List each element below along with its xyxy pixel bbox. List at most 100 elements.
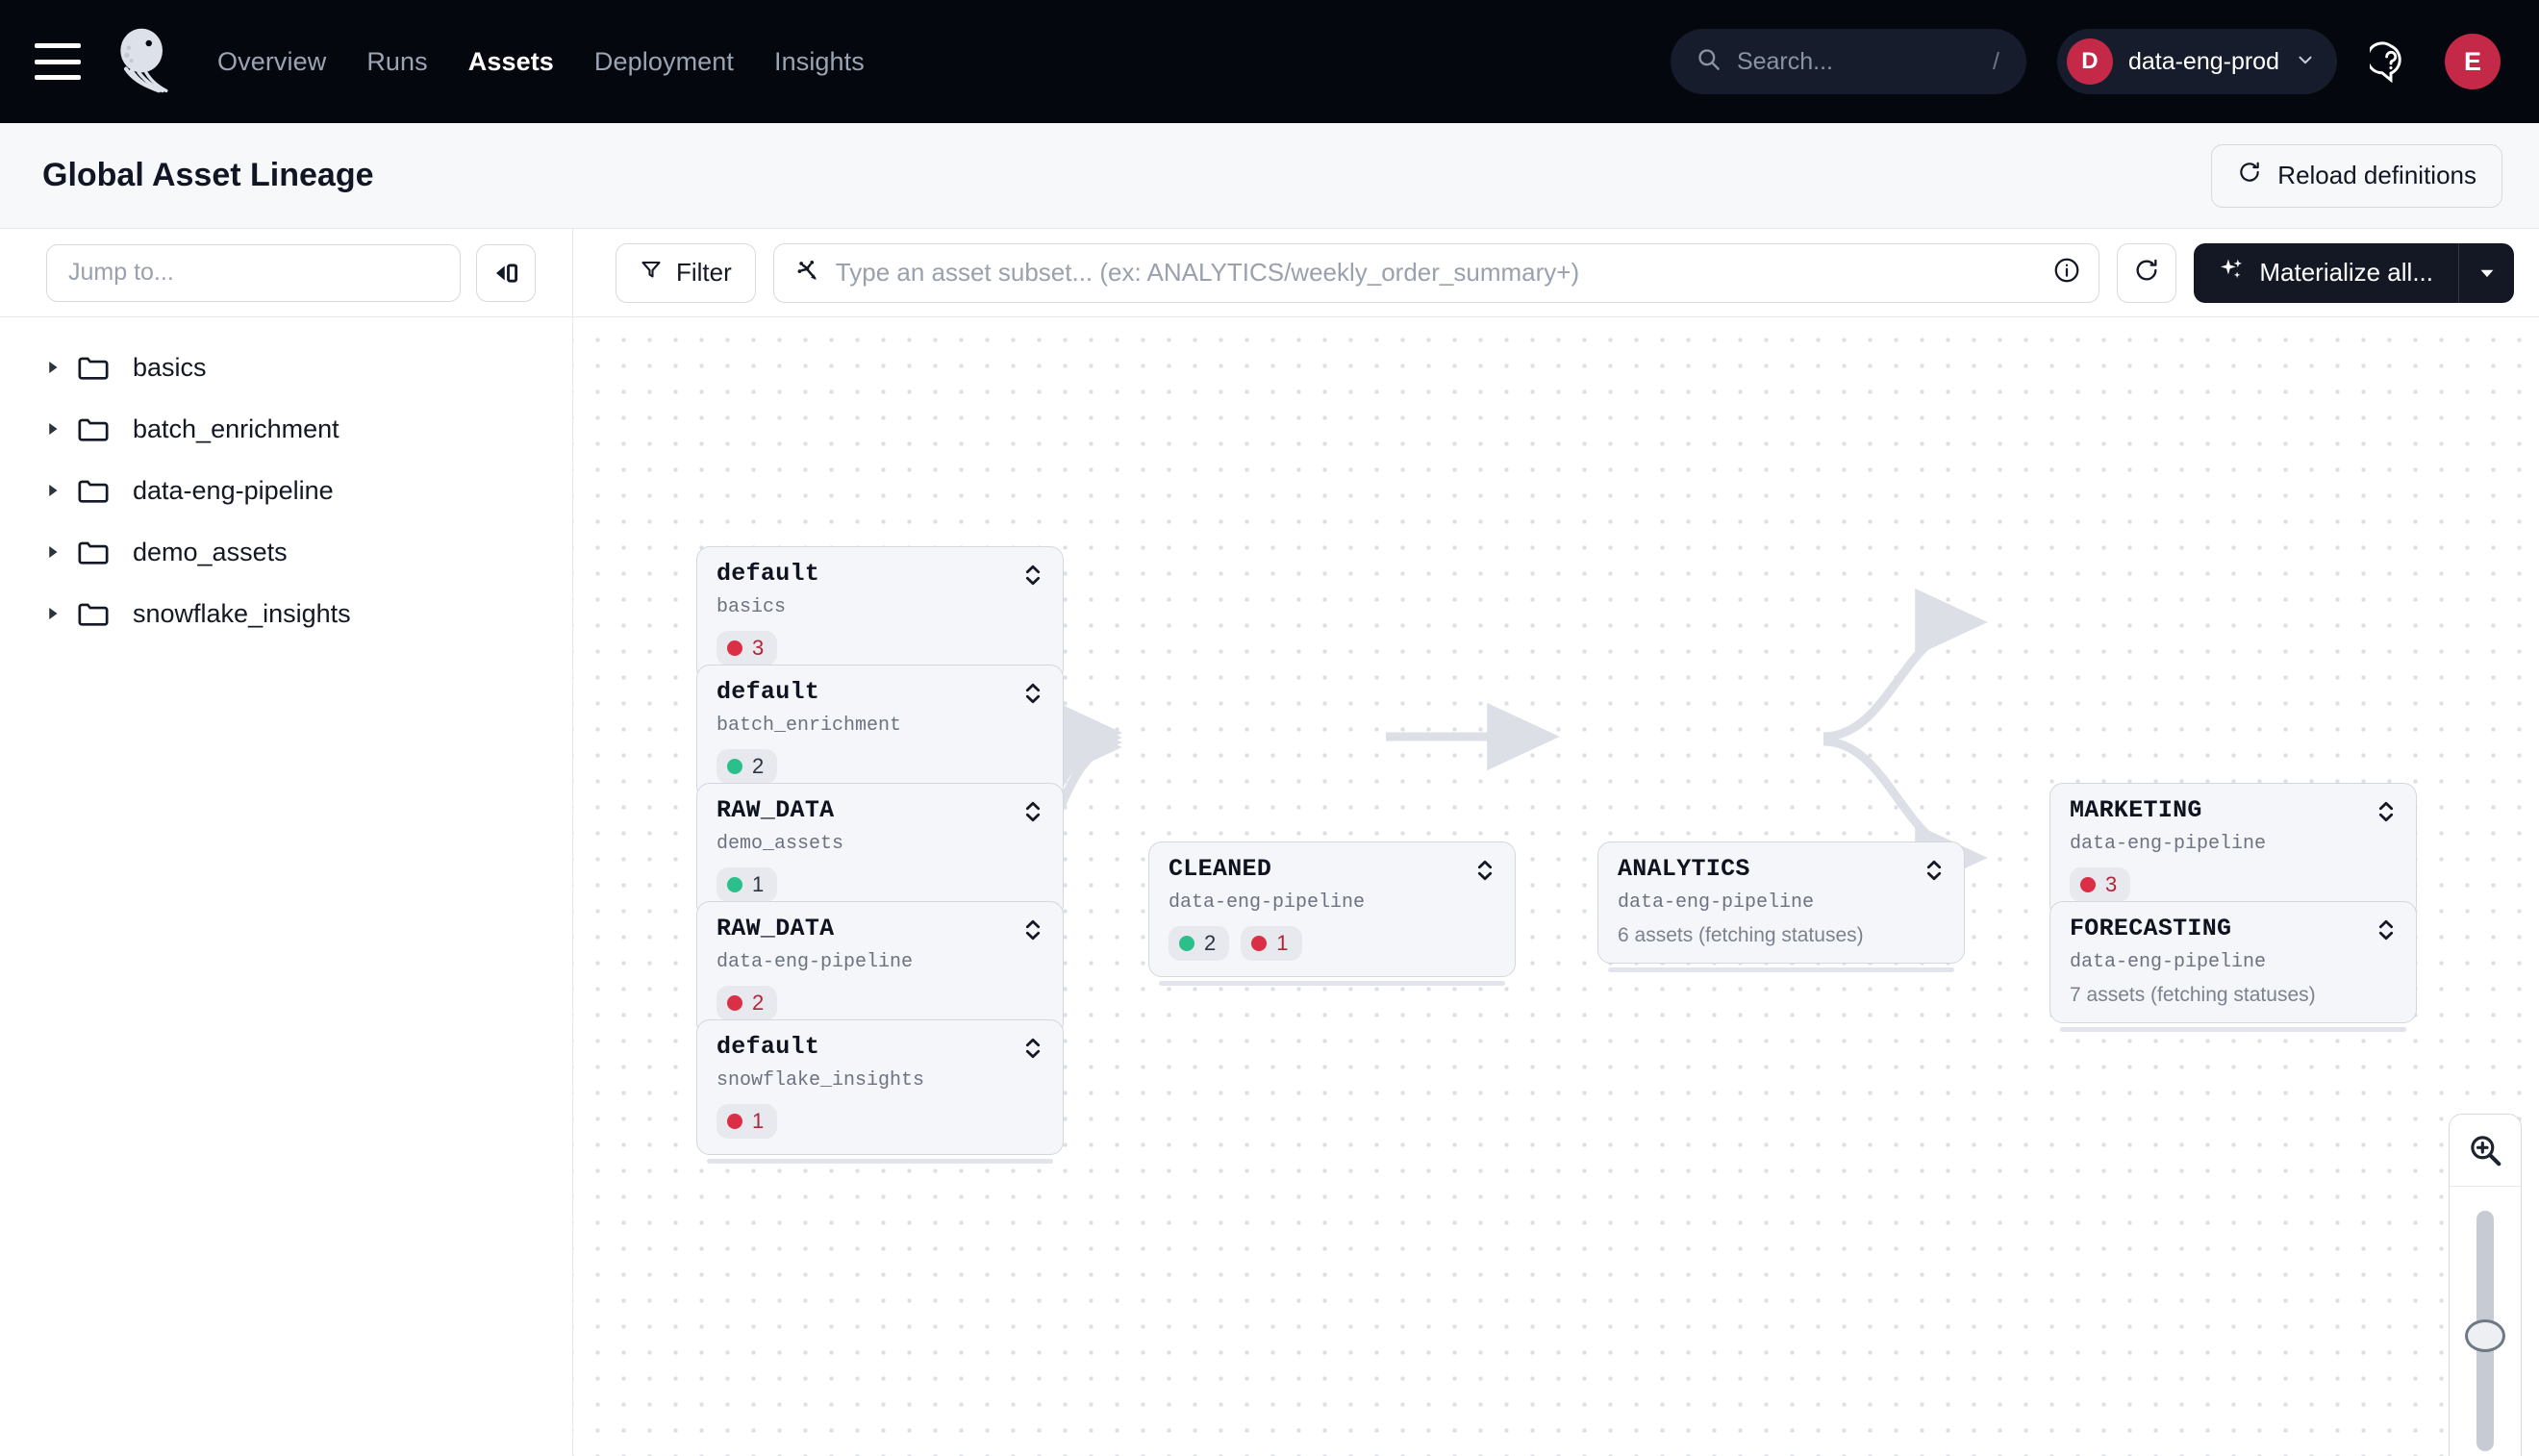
expand-collapse-icon[interactable] — [1022, 1034, 1043, 1066]
status-badge[interactable]: 2 — [716, 749, 778, 784]
node-subtitle: data-eng-pipeline — [2070, 833, 2267, 855]
status-badge[interactable]: 1 — [716, 1104, 778, 1139]
expand-collapse-icon[interactable] — [1923, 856, 1945, 888]
sidebar-item-snowflake-insights[interactable]: snowflake_insights — [0, 583, 572, 644]
collapse-sidebar-icon[interactable] — [476, 243, 536, 302]
node-title: CLEANED — [1169, 855, 1272, 883]
asset-node-raw-data-pipeline[interactable]: RAW_DATA data-eng-pipeline 2 — [696, 901, 1064, 1045]
failure-dot-icon — [727, 995, 742, 1011]
node-title: ANALYTICS — [1618, 855, 1750, 883]
chevron-right-icon[interactable] — [44, 543, 77, 561]
node-header: ANALYTICS — [1618, 855, 1945, 888]
folder-icon — [77, 476, 121, 505]
expand-collapse-icon[interactable] — [1022, 561, 1043, 592]
badge-count: 2 — [752, 754, 765, 778]
divider — [2450, 1186, 2521, 1187]
status-badge[interactable]: 3 — [716, 631, 778, 665]
status-badge[interactable]: 2 — [716, 986, 778, 1020]
success-dot-icon — [1179, 936, 1194, 951]
failure-dot-icon — [1251, 936, 1268, 951]
hamburger-icon[interactable] — [35, 43, 81, 80]
status-badge[interactable]: 1 — [716, 867, 778, 902]
materialize-all-button[interactable]: Materialize all... — [2194, 243, 2458, 303]
nav-link-overview[interactable]: Overview — [217, 46, 327, 76]
node-subtitle: batch_enrichment — [716, 715, 902, 737]
status-badge[interactable]: 2 — [1169, 926, 1230, 961]
help-circle-icon[interactable] — [2366, 40, 2412, 84]
badge-count: 2 — [1204, 931, 1217, 955]
refresh-graph-button[interactable] — [2117, 242, 2177, 303]
filter-label: Filter — [676, 258, 732, 287]
deployment-name: data-eng-prod — [2127, 47, 2279, 75]
sidebar-item-batch-enrichment[interactable]: batch_enrichment — [0, 398, 572, 460]
expand-collapse-icon[interactable] — [1474, 856, 1496, 888]
status-badge[interactable]: 1 — [1241, 926, 1302, 961]
zoom-slider[interactable] — [2450, 1187, 2521, 1456]
jump-to-input[interactable] — [46, 243, 461, 302]
failure-dot-icon — [2080, 877, 2096, 892]
asset-node-snowflake-insights[interactable]: default snowflake_insights 1 — [696, 1019, 1064, 1164]
chevron-right-icon[interactable] — [44, 420, 77, 438]
search-input[interactable]: Search... / — [1670, 29, 2026, 94]
node-badges: 2 — [716, 986, 1043, 1020]
filter-button[interactable]: Filter — [616, 242, 756, 303]
expand-collapse-icon[interactable] — [1022, 797, 1043, 829]
materialize-all-button-group[interactable]: Materialize all... — [2194, 242, 2514, 303]
asset-node-marketing[interactable]: MARKETING data-eng-pipeline 3 — [2049, 783, 2417, 927]
badge-count: 1 — [752, 872, 765, 896]
node-title: FORECASTING — [2070, 915, 2232, 942]
lineage-main: Filter Type an asset subset... (ex: ANAL… — [573, 229, 2539, 1456]
nav-link-deployment[interactable]: Deployment — [593, 46, 734, 76]
chevron-right-icon[interactable] — [44, 482, 77, 499]
avatar[interactable]: E — [2445, 34, 2501, 89]
asset-node-raw-data-demo-assets[interactable]: RAW_DATA demo_assets 1 — [696, 783, 1064, 927]
asset-node-forecasting[interactable]: FORECASTING data-eng-pipeline 7 assets (… — [2049, 901, 2417, 1032]
info-icon[interactable] — [2052, 256, 2081, 289]
refresh-icon — [2133, 257, 2160, 289]
status-badge[interactable]: 3 — [2070, 867, 2131, 902]
zoom-slider-thumb[interactable] — [2465, 1319, 2505, 1352]
search-placeholder: Search... — [1736, 47, 1833, 75]
zoom-in-icon[interactable] — [2450, 1115, 2521, 1186]
node-subtitle: data-eng-pipeline — [716, 951, 914, 973]
asset-subset-input[interactable]: Type an asset subset... (ex: ANALYTICS/w… — [772, 242, 2100, 303]
expand-collapse-icon[interactable] — [2376, 797, 2397, 829]
node-header: MARKETING — [2070, 796, 2397, 829]
asset-node-basics[interactable]: default basics 3 — [696, 546, 1064, 690]
node-header: RAW_DATA — [716, 915, 1043, 947]
folder-icon — [77, 414, 121, 443]
nav-link-assets[interactable]: Assets — [467, 46, 554, 76]
sidebar-item-basics[interactable]: basics — [0, 337, 572, 398]
nav-link-runs[interactable]: Runs — [366, 46, 428, 76]
asset-node-batch-enrichment[interactable]: default batch_enrichment 2 — [696, 665, 1064, 809]
lineage-canvas[interactable]: default basics 3 — [573, 317, 2539, 1456]
chevron-right-icon[interactable] — [44, 605, 77, 622]
node-header: default — [716, 560, 1043, 592]
deployment-switcher[interactable]: D data-eng-prod — [2056, 29, 2337, 94]
search-shortcut: / — [1992, 47, 1999, 75]
lineage-toolbar: Filter Type an asset subset... (ex: ANAL… — [573, 229, 2539, 317]
reload-definitions-button[interactable]: Reload definitions — [2211, 143, 2502, 208]
asset-node-analytics[interactable]: ANALYTICS data-eng-pipeline 6 assets (fe… — [1597, 841, 1965, 972]
page-body: basics batch_enrichment data-eng-pipelin… — [0, 229, 2539, 1456]
zoom-slider-stack — [2449, 1114, 2522, 1456]
sidebar-item-data-eng-pipeline[interactable]: data-eng-pipeline — [0, 460, 572, 521]
node-subtitle: data-eng-pipeline — [2070, 951, 2267, 973]
sidebar-toolbar — [0, 229, 572, 317]
chevron-right-icon[interactable] — [44, 359, 77, 376]
page-title: Global Asset Lineage — [42, 157, 374, 193]
expand-collapse-icon[interactable] — [1022, 679, 1043, 711]
dagster-logo[interactable] — [108, 25, 181, 98]
materialize-all-label: Materialize all... — [2259, 258, 2433, 287]
asset-node-cleaned[interactable]: CLEANED data-eng-pipeline 2 — [1148, 841, 1516, 986]
caret-down-icon[interactable] — [2458, 242, 2514, 303]
node-status-text: 7 assets (fetching statuses) — [2070, 984, 2316, 1006]
zoom-controls — [2449, 1114, 2522, 1456]
top-navigation-bar: Overview Runs Assets Deployment Insights… — [0, 0, 2539, 123]
folder-icon — [77, 599, 121, 628]
sidebar-item-demo-assets[interactable]: demo_assets — [0, 521, 572, 583]
expand-collapse-icon[interactable] — [1022, 916, 1043, 947]
nav-link-insights[interactable]: Insights — [774, 46, 865, 76]
expand-collapse-icon[interactable] — [2376, 916, 2397, 947]
deployment-initial: D — [2066, 38, 2113, 85]
